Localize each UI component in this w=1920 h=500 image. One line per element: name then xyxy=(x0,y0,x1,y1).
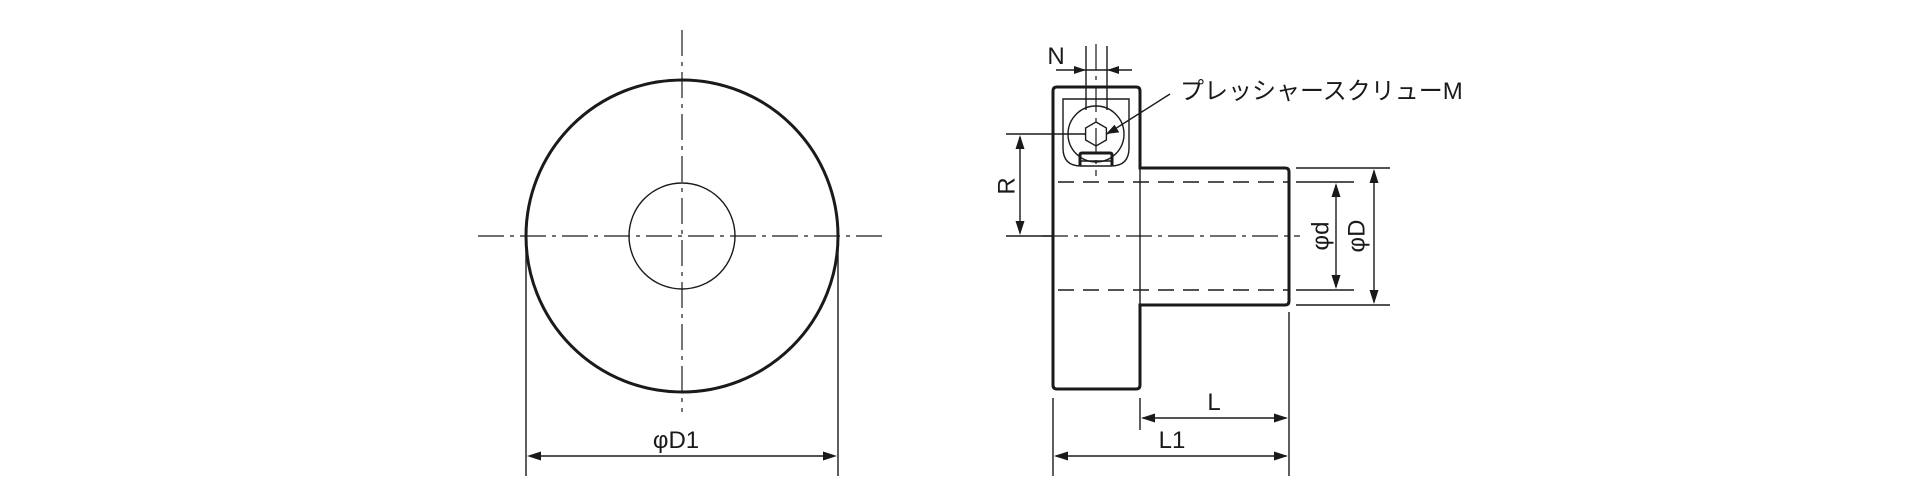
n-arrow-right xyxy=(1107,66,1119,74)
pressure-screw-leader xyxy=(1106,93,1171,135)
d1-arrow-right xyxy=(823,451,837,461)
d1-arrow-left xyxy=(527,451,541,461)
r-arrow-bottom xyxy=(1015,221,1025,235)
r-label: R xyxy=(993,177,1020,194)
n-label: N xyxy=(1047,43,1064,70)
d-label: φd xyxy=(1307,222,1334,251)
side-view: N プレッシャースクリューM R φd φD xyxy=(993,43,1463,476)
r-arrow-top xyxy=(1015,135,1025,149)
l1-arrow-right xyxy=(1274,451,1288,461)
l1-label: L1 xyxy=(1159,427,1186,454)
d1-label: φD1 xyxy=(653,427,699,454)
bigd-arrow-bottom xyxy=(1369,290,1379,304)
l-arrow-left xyxy=(1141,413,1155,423)
body-outline xyxy=(1051,85,1291,391)
bigd-label: φD xyxy=(1343,220,1370,253)
d-arrow-top xyxy=(1331,183,1341,197)
l-arrow-right xyxy=(1274,413,1288,423)
front-view: φD1 xyxy=(478,30,886,476)
bore-circle xyxy=(628,182,736,290)
bigd-arrow-top xyxy=(1369,169,1379,183)
l1-arrow-left xyxy=(1054,451,1068,461)
n-arrow-left xyxy=(1074,66,1086,74)
pressure-screw-arrow xyxy=(1106,124,1120,134)
pressure-screw-callout: プレッシャースクリューM xyxy=(1180,78,1463,105)
l-label: L xyxy=(1207,389,1220,416)
d-arrow-bottom xyxy=(1331,275,1341,289)
